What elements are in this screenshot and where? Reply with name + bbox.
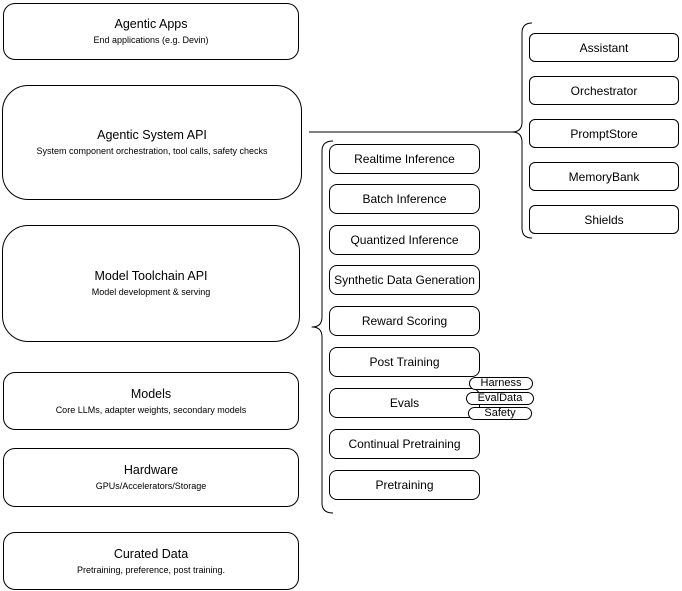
node-label: Evals (389, 396, 420, 410)
node-label: Orchestrator (570, 83, 638, 98)
node-title: Curated Data (113, 546, 189, 561)
pill-safety: Safety (468, 407, 532, 420)
node-assistant: Assistant (529, 33, 679, 62)
pill-label: EvalData (477, 392, 523, 404)
node-agentic-system-api: Agentic System API System component orch… (2, 85, 302, 200)
node-title: Hardware (123, 463, 179, 477)
node-post-training: Post Training (329, 347, 480, 377)
node-models: Models Core LLMs, adapter weights, secon… (3, 372, 299, 430)
node-quantized-inference: Quantized Inference (329, 225, 480, 255)
node-shields: Shields (529, 205, 679, 234)
node-curated-data: Curated Data Pretraining, preference, po… (3, 532, 299, 590)
node-label: Shields (584, 212, 624, 227)
node-reward-scoring: Reward Scoring (329, 306, 480, 336)
node-realtime-inference: Realtime Inference (329, 144, 480, 174)
node-memorybank: MemoryBank (529, 162, 679, 191)
node-label: Continual Pretraining (348, 437, 461, 451)
node-continual-pretraining: Continual Pretraining (329, 429, 480, 459)
node-subtitle: Pretraining, preference, post training. (76, 564, 226, 575)
node-synthetic-data-generation: Synthetic Data Generation (329, 265, 480, 295)
node-batch-inference: Batch Inference (329, 184, 480, 214)
node-label: MemoryBank (568, 169, 640, 184)
node-subtitle: System component orchestration, tool cal… (36, 146, 268, 156)
node-label: Pretraining (375, 478, 434, 492)
node-agentic-apps: Agentic Apps End applications (e.g. Devi… (3, 3, 299, 60)
node-title: Models (130, 386, 172, 401)
node-subtitle: GPUs/Accelerators/Storage (95, 481, 207, 491)
node-pretraining: Pretraining (329, 470, 480, 500)
node-evals: Evals (329, 388, 480, 418)
pill-harness: Harness (469, 377, 533, 390)
node-label: Reward Scoring (361, 314, 448, 328)
node-label: Quantized Inference (350, 233, 459, 247)
node-orchestrator: Orchestrator (529, 76, 679, 105)
node-label: PromptStore (570, 126, 638, 141)
pill-label: Harness (480, 377, 522, 389)
pill-evaldata: EvalData (466, 392, 534, 405)
pill-label: Safety (484, 407, 516, 419)
node-title: Model Toolchain API (94, 269, 208, 283)
node-promptstore: PromptStore (529, 119, 679, 148)
node-label: Synthetic Data Generation (334, 273, 475, 287)
node-model-toolchain-api: Model Toolchain API Model development & … (2, 225, 300, 342)
node-label: Assistant (579, 40, 629, 55)
node-hardware: Hardware GPUs/Accelerators/Storage (3, 448, 299, 507)
node-label: Batch Inference (362, 192, 447, 206)
node-label: Realtime Inference (354, 152, 455, 166)
node-subtitle: Core LLMs, adapter weights, secondary mo… (55, 404, 247, 415)
node-subtitle: Model development & serving (91, 287, 211, 297)
node-title: Agentic Apps (114, 17, 188, 31)
node-label: Post Training (369, 355, 440, 369)
node-title: Agentic System API (97, 128, 207, 142)
node-subtitle: End applications (e.g. Devin) (93, 35, 209, 45)
